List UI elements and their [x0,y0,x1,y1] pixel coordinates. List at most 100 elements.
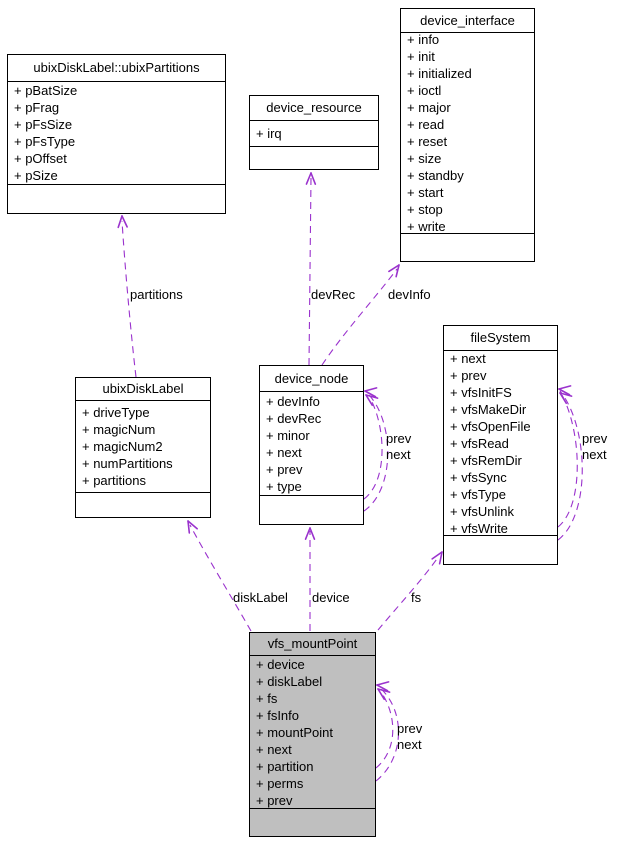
class-attribute: + pFsSize [14,117,73,132]
class-methods-section-empty [260,495,363,524]
arrowhead-icon [304,527,311,540]
class-attribute: + prev [266,461,303,477]
class-box-ubixDiskLabel[interactable]: ubixDiskLabel+ driveType+ magicNum+ magi… [75,377,211,518]
class-attribute: + write [407,219,446,233]
arrowhead-icon [376,684,389,692]
class-attribute: + next [256,741,292,757]
arrowhead-icon [558,388,571,396]
class-title-vfs_mountPoint: vfs_mountPoint [250,633,375,656]
class-attributes-device_node: + devInfo+ devRec+ minor+ next+ prev+ ty… [260,392,363,495]
class-attribute: + mountPoint [256,724,333,740]
class-attribute: + partition [256,758,314,774]
arrowhead-icon [395,264,400,278]
class-box-ubixDiskLabel-ubixPartitions[interactable]: ubixDiskLabel::ubixPartitions+ pBatSize+… [7,54,226,214]
edge-label-device_node-self-1: next [386,447,411,462]
class-attributes-ubixDiskLabel-ubixPartitions: + pBatSize+ pFrag+ pFsSize+ pFsType+ pOf… [8,82,225,184]
class-attribute: + vfsOpenFile [450,418,531,434]
edge-label-vfs_mountPoint-self-1: next [397,737,422,752]
class-attribute: + stop [407,202,443,217]
class-attribute: + prev [256,792,293,808]
edge-label-devInfo-0: devInfo [388,287,431,302]
class-attributes-fileSystem: + next+ prev+ vfsInitFS+ vfsMakeDir+ vfs… [444,351,557,535]
arrowhead-icon [117,215,123,229]
edge-diskLabel [189,524,252,632]
arrowhead-icon [388,264,400,273]
class-box-device_resource[interactable]: device_resource+ irq [249,95,379,170]
class-attribute: + device [256,656,305,672]
class-attributes-device_interface: + info+ init+ initialized+ ioctl+ major+… [401,33,534,233]
class-attribute: + pSize [14,168,58,183]
class-attribute: + major [407,100,451,115]
class-attribute: + vfsInitFS [450,384,512,400]
class-attribute: + diskLabel [256,673,323,689]
edge-fs [377,555,440,631]
edge-label-devRec-0: devRec [311,287,356,302]
class-box-device_node[interactable]: device_node+ devInfo+ devRec+ minor+ nex… [259,365,364,525]
arrowhead-icon [187,520,198,530]
class-attribute: + start [407,185,444,200]
class-title-device_resource: device_resource [250,96,378,121]
edge-devRec [308,176,312,366]
class-attribute: + partitions [82,473,146,488]
class-attribute: + pOffset [14,151,67,166]
arrowhead-icon [121,215,128,228]
class-attribute: + vfsWrite [450,520,508,536]
arrowhead-icon [364,390,377,398]
edge-device_node-self [363,397,383,500]
class-attribute: + devInfo [266,393,320,409]
class-attribute: + vfsType [450,486,506,502]
class-attribute: + info [407,33,440,47]
edge-label-fs-0: fs [411,590,422,605]
class-box-vfs_mountPoint[interactable]: vfs_mountPoint+ device+ diskLabel+ fs+ f… [249,632,376,837]
class-title-ubixDiskLabel-ubixPartitions: ubixDiskLabel::ubixPartitions [8,55,225,82]
class-attribute: + fs [256,690,278,706]
class-attribute: + type [266,478,302,494]
arrowhead-icon [376,681,390,686]
class-attribute: + pFsType [14,134,76,149]
class-attributes-vfs_mountPoint: + device+ diskLabel+ fs+ fsInfo+ mountPo… [250,656,375,808]
arrowhead-icon [438,551,443,565]
class-methods-section-empty [401,233,534,261]
class-title-fileSystem: fileSystem [444,326,557,351]
class-methods-section-empty [250,146,378,169]
class-attributes-ubixDiskLabel: + driveType+ magicNum+ magicNum2+ numPar… [76,401,210,492]
class-attribute: + vfsMakeDir [450,401,527,417]
arrowhead-icon [365,394,374,407]
class-attribute: + init [407,49,435,64]
class-attribute: + devRec [266,410,322,426]
edge-fileSystem-self [557,390,583,541]
class-attribute: + magicNum2 [82,439,163,454]
class-attribute: + pFrag [14,100,60,115]
class-attribute: + vfsSync [450,469,507,485]
class-title-device_interface: device_interface [401,9,534,33]
arrowhead-icon [431,551,443,560]
class-methods-section-empty [76,492,210,517]
class-attribute: + magicNum [82,422,156,437]
edge-label-diskLabel-0: diskLabel [233,590,288,605]
class-attribute: + vfsRead [450,435,509,451]
class-box-fileSystem[interactable]: fileSystem+ next+ prev+ vfsInitFS+ vfsMa… [443,325,558,565]
edge-label-partitions-0: partitions [130,287,183,302]
edge-vfs_mountPoint-self [375,691,394,769]
arrowhead-icon [558,385,572,390]
edge-devInfo [321,268,398,366]
class-attribute: + ioctl [407,83,442,98]
arrowhead-icon [305,172,312,185]
edge-fileSystem-self [557,394,578,528]
class-title-ubixDiskLabel: ubixDiskLabel [76,378,210,401]
class-box-device_interface[interactable]: device_interface+ info+ init+ initialize… [400,8,535,262]
class-attribute: + perms [256,775,304,791]
arrowhead-icon [187,520,191,534]
edge-device_node-self [363,393,389,512]
class-attribute: + size [407,151,442,166]
edge-vfs_mountPoint-self [375,686,399,782]
class-attributes-device_resource: + irq [250,121,378,146]
class-methods-section-empty [250,808,375,836]
arrowhead-icon [559,392,573,397]
arrowhead-icon [377,688,391,693]
class-title-device_node: device_node [260,366,363,392]
class-attribute: + numPartitions [82,456,173,471]
class-attribute: + vfsUnlink [450,503,514,519]
